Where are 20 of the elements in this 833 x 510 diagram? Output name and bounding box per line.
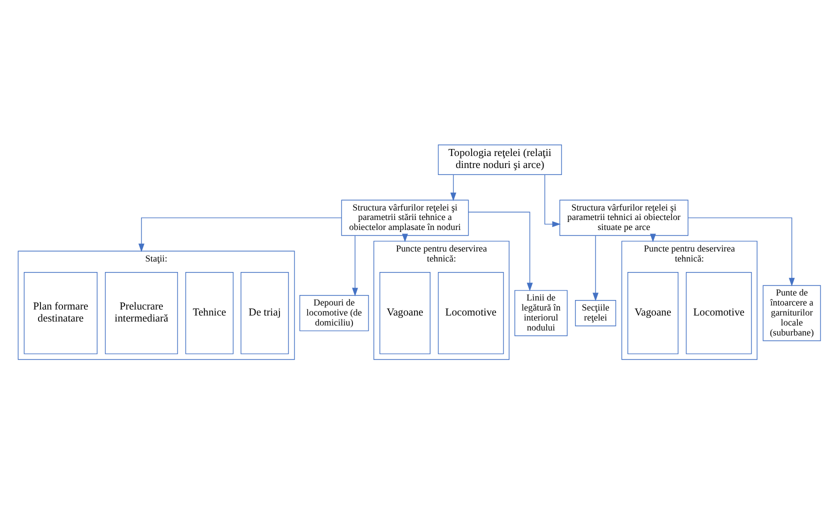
arrow bbox=[138, 217, 342, 252]
arrow bbox=[468, 212, 533, 292]
arrow bbox=[592, 235, 599, 302]
node-box: Vagoane bbox=[379, 272, 430, 354]
arrow bbox=[688, 217, 795, 286]
node-box: Topologia reţelei (relaţii dintre noduri şi arce) bbox=[438, 144, 562, 175]
node-box: Locomotive bbox=[686, 272, 752, 354]
node-box: Secţiile reţelei bbox=[575, 300, 616, 326]
arrow bbox=[352, 235, 358, 296]
node-box: Prelucrare intermediară bbox=[104, 272, 178, 354]
node-box: Linii de legătură în interiorul nodului bbox=[514, 290, 568, 336]
node-box: Punte de întoarcere a garniturilor locale (suburbane) bbox=[762, 285, 821, 342]
node-box: Plan formare destinatare bbox=[24, 272, 98, 354]
node-box: De triaj bbox=[240, 272, 289, 354]
arrow bbox=[450, 174, 456, 202]
node-box: Locomotive bbox=[438, 272, 504, 354]
node-box: Tehnice bbox=[185, 272, 234, 354]
arrow bbox=[544, 174, 561, 228]
node-box: Depouri de locomotive (de domiciliu) bbox=[299, 295, 369, 332]
node-box: Vagoane bbox=[627, 272, 678, 354]
